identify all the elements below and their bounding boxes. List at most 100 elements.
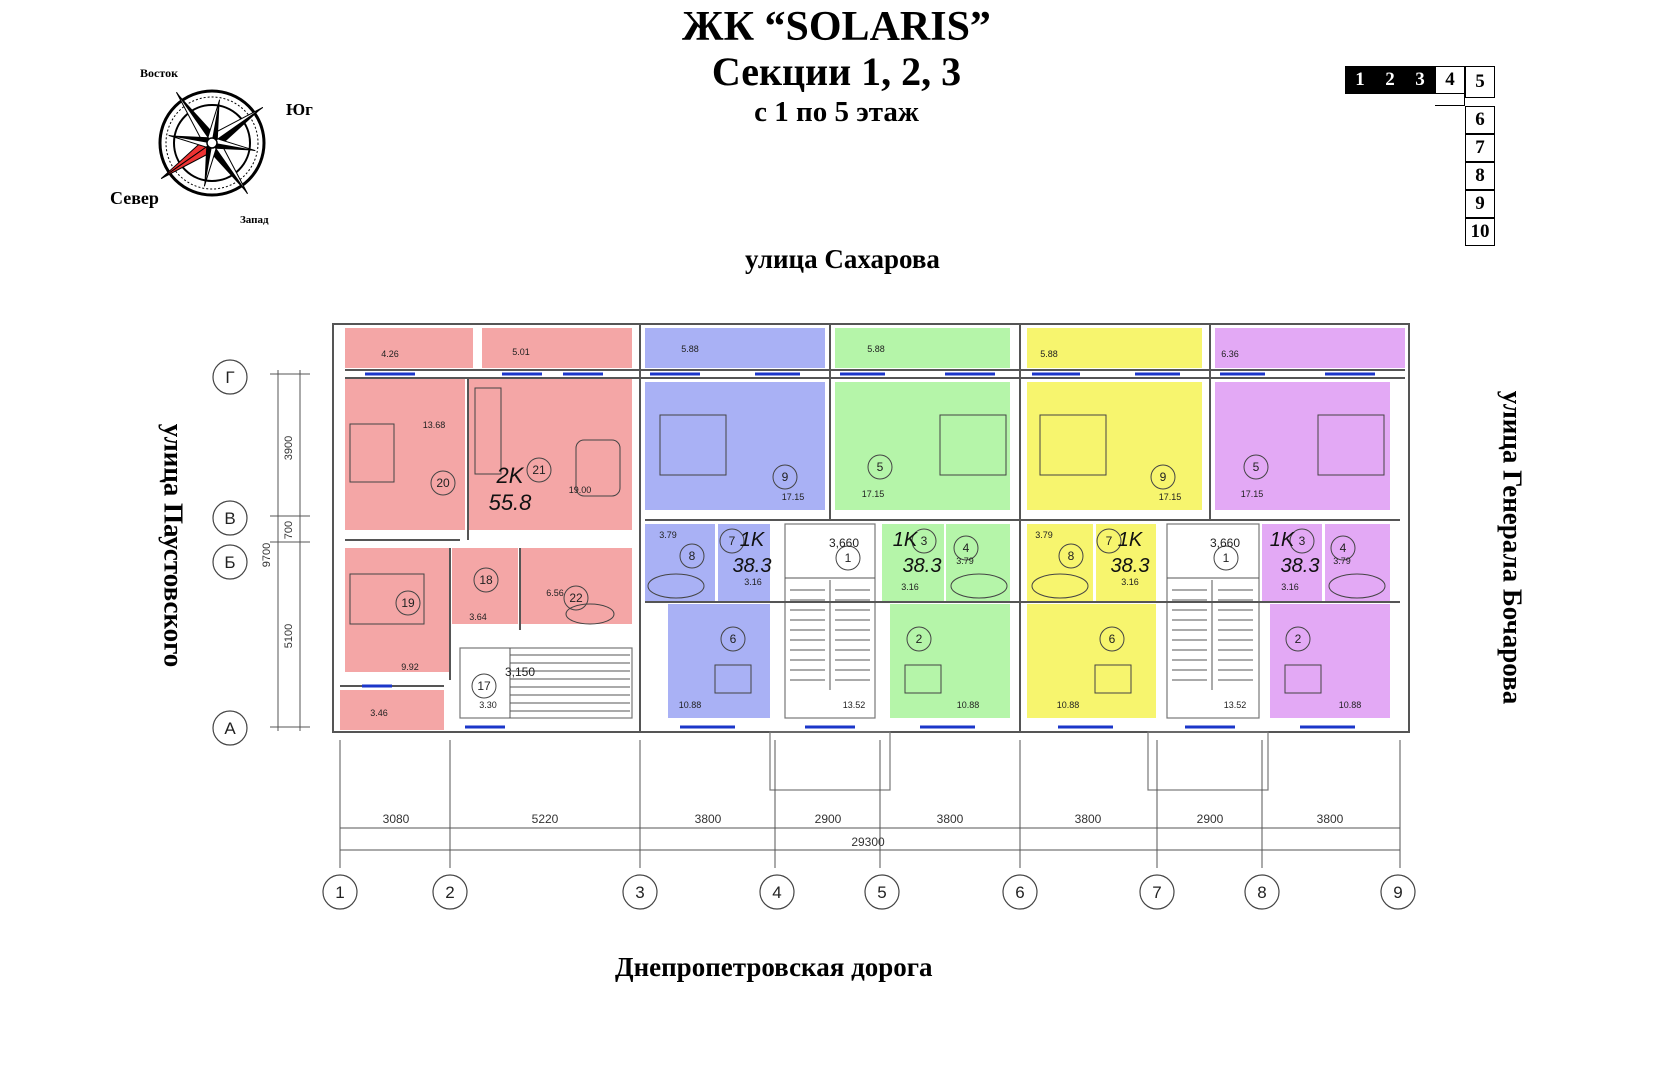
walls — [332, 323, 1410, 733]
axis-number-1: 1 — [335, 883, 344, 902]
room-blue-7-num: 7 — [729, 534, 736, 548]
stair-level-2: 3,660 — [829, 536, 859, 550]
section-box-2: 2 — [1375, 66, 1405, 94]
apartment-pink — [340, 328, 632, 730]
room-19-num: 19 — [401, 596, 415, 610]
room-20-area: 13.68 — [423, 420, 446, 430]
apartment-violet — [1215, 328, 1405, 718]
room-17-num: 17 — [477, 679, 491, 693]
room-violet-2-area: 10.88 — [1339, 700, 1362, 710]
apt-2k-type: 2K — [496, 463, 525, 488]
section-index-connector — [1435, 94, 1465, 106]
room-yellow-9-area: 17.15 — [1159, 492, 1182, 502]
room-19-area: 9.92 — [401, 662, 419, 672]
room-stair-mid-num: 1 — [845, 551, 852, 565]
hdim-total: 29300 — [851, 835, 885, 849]
room-bubbles — [395, 454, 1356, 699]
title-line-2: Секции 1, 2, 3 — [711, 49, 962, 94]
apt-violet-area: 38.3 — [1281, 555, 1320, 577]
axis-number-3: 3 — [635, 883, 644, 902]
furniture — [349, 387, 1386, 694]
apt-2k-area: 55.8 — [489, 490, 533, 515]
room-20-num: 20 — [436, 476, 450, 490]
street-right: улица Генерала Бочарова — [1497, 390, 1528, 705]
section-box-6: 6 — [1465, 106, 1495, 134]
section-box-5: 5 — [1465, 66, 1495, 98]
room-blue-8-num: 8 — [689, 549, 696, 563]
hdim-5: 3800 — [937, 812, 964, 826]
compass-north-label: Север — [110, 188, 159, 208]
balcony-area-6: 6.36 — [1221, 349, 1239, 359]
room-18-area: 3.64 — [469, 612, 487, 622]
axis-number-5: 5 — [877, 883, 886, 902]
section-box-9: 9 — [1465, 190, 1495, 218]
axis-number-2: 2 — [445, 883, 454, 902]
vdim-9700: 9700 — [261, 543, 273, 567]
street-top: улица Сахарова — [745, 244, 940, 274]
section-index: 1 2 3 4 5 6 7 8 9 10 — [1345, 66, 1515, 256]
apt-blue-type: 1K — [740, 529, 766, 551]
apt-green-type: 1K — [893, 529, 919, 551]
axis-number-6: 6 — [1015, 883, 1024, 902]
section-box-10: 10 — [1465, 218, 1495, 246]
hdim-1: 3080 — [383, 812, 410, 826]
axis-number-9: 9 — [1393, 883, 1402, 902]
hdim-3: 3800 — [695, 812, 722, 826]
room-17-area: 3.30 — [479, 700, 497, 710]
room-yellow-6-num: 6 — [1109, 632, 1116, 646]
compass-south-label: Юг — [286, 100, 313, 119]
compass-east-label: Восток — [140, 66, 178, 80]
room-yellow-8-num: 8 — [1068, 549, 1075, 563]
page-title: ЖК “SOLARIS” Секции 1, 2, 3 с 1 по 5 эта… — [0, 4, 1673, 130]
hdim-8: 3800 — [1317, 812, 1344, 826]
room-green-2-num: 2 — [916, 632, 923, 646]
apartment-green — [835, 328, 1010, 718]
room-18-num: 18 — [479, 573, 493, 587]
balcony-area-4: 5.88 — [867, 344, 885, 354]
section-box-3: 3 — [1405, 66, 1435, 94]
room-22-area: 6.56 — [546, 588, 564, 598]
room-yellow-9-num: 9 — [1160, 470, 1167, 484]
apt-violet-type: 1K — [1270, 529, 1296, 551]
room-violet-5-area: 17.15 — [1241, 489, 1264, 499]
room-yellow-6-area: 10.88 — [1057, 700, 1080, 710]
section-box-8: 8 — [1465, 162, 1495, 190]
apartment-blue — [645, 328, 825, 718]
axis-letter-g: Г — [225, 368, 234, 387]
vdim-3900: 3900 — [283, 436, 295, 460]
balcony-area-3: 5.88 — [681, 344, 699, 354]
room-stair-right-num: 1 — [1223, 551, 1230, 565]
room-green-5-area: 17.15 — [862, 489, 885, 499]
room-violet-5-num: 5 — [1253, 460, 1260, 474]
compass-icon — [158, 89, 266, 197]
vdim-5100: 5100 — [283, 624, 295, 648]
room-green-3-area: 3.16 — [901, 582, 919, 592]
room-blue-7-area: 3.16 — [744, 577, 762, 587]
axis-number-4: 4 — [772, 883, 781, 902]
lower-balcony-area: 3.46 — [370, 708, 388, 718]
street-bottom: Днепропетровская дорога — [615, 952, 933, 982]
room-violet-3-num: 3 — [1299, 534, 1306, 548]
room-yellow-8-area: 3.79 — [1035, 530, 1053, 540]
room-blue-9-num: 9 — [782, 470, 789, 484]
apt-blue-area: 38.3 — [733, 555, 772, 577]
axis-number-7: 7 — [1152, 883, 1161, 902]
room-blue-6-area: 10.88 — [679, 700, 702, 710]
apartment-yellow — [1027, 328, 1202, 718]
room-violet-3-area: 3.16 — [1281, 582, 1299, 592]
room-yellow-7-num: 7 — [1106, 534, 1113, 548]
room-green-3-num: 3 — [921, 534, 928, 548]
apt-yellow-area: 38.3 — [1111, 555, 1150, 577]
axis-number-8: 8 — [1257, 883, 1266, 902]
axis-letter-a: А — [224, 719, 236, 738]
room-stair-mid-area: 13.52 — [843, 700, 866, 710]
apt-yellow-type: 1K — [1118, 529, 1144, 551]
vdim-700: 700 — [283, 521, 295, 539]
room-yellow-7-area: 3.16 — [1121, 577, 1139, 587]
room-21-area: 19.00 — [569, 485, 592, 495]
compass-west-label: Запад — [240, 214, 269, 226]
room-22-num: 22 — [569, 591, 583, 605]
hdim-2: 5220 — [532, 812, 559, 826]
room-green-4-area: 3.79 — [956, 556, 974, 566]
apt-green-area: 38.3 — [903, 555, 942, 577]
